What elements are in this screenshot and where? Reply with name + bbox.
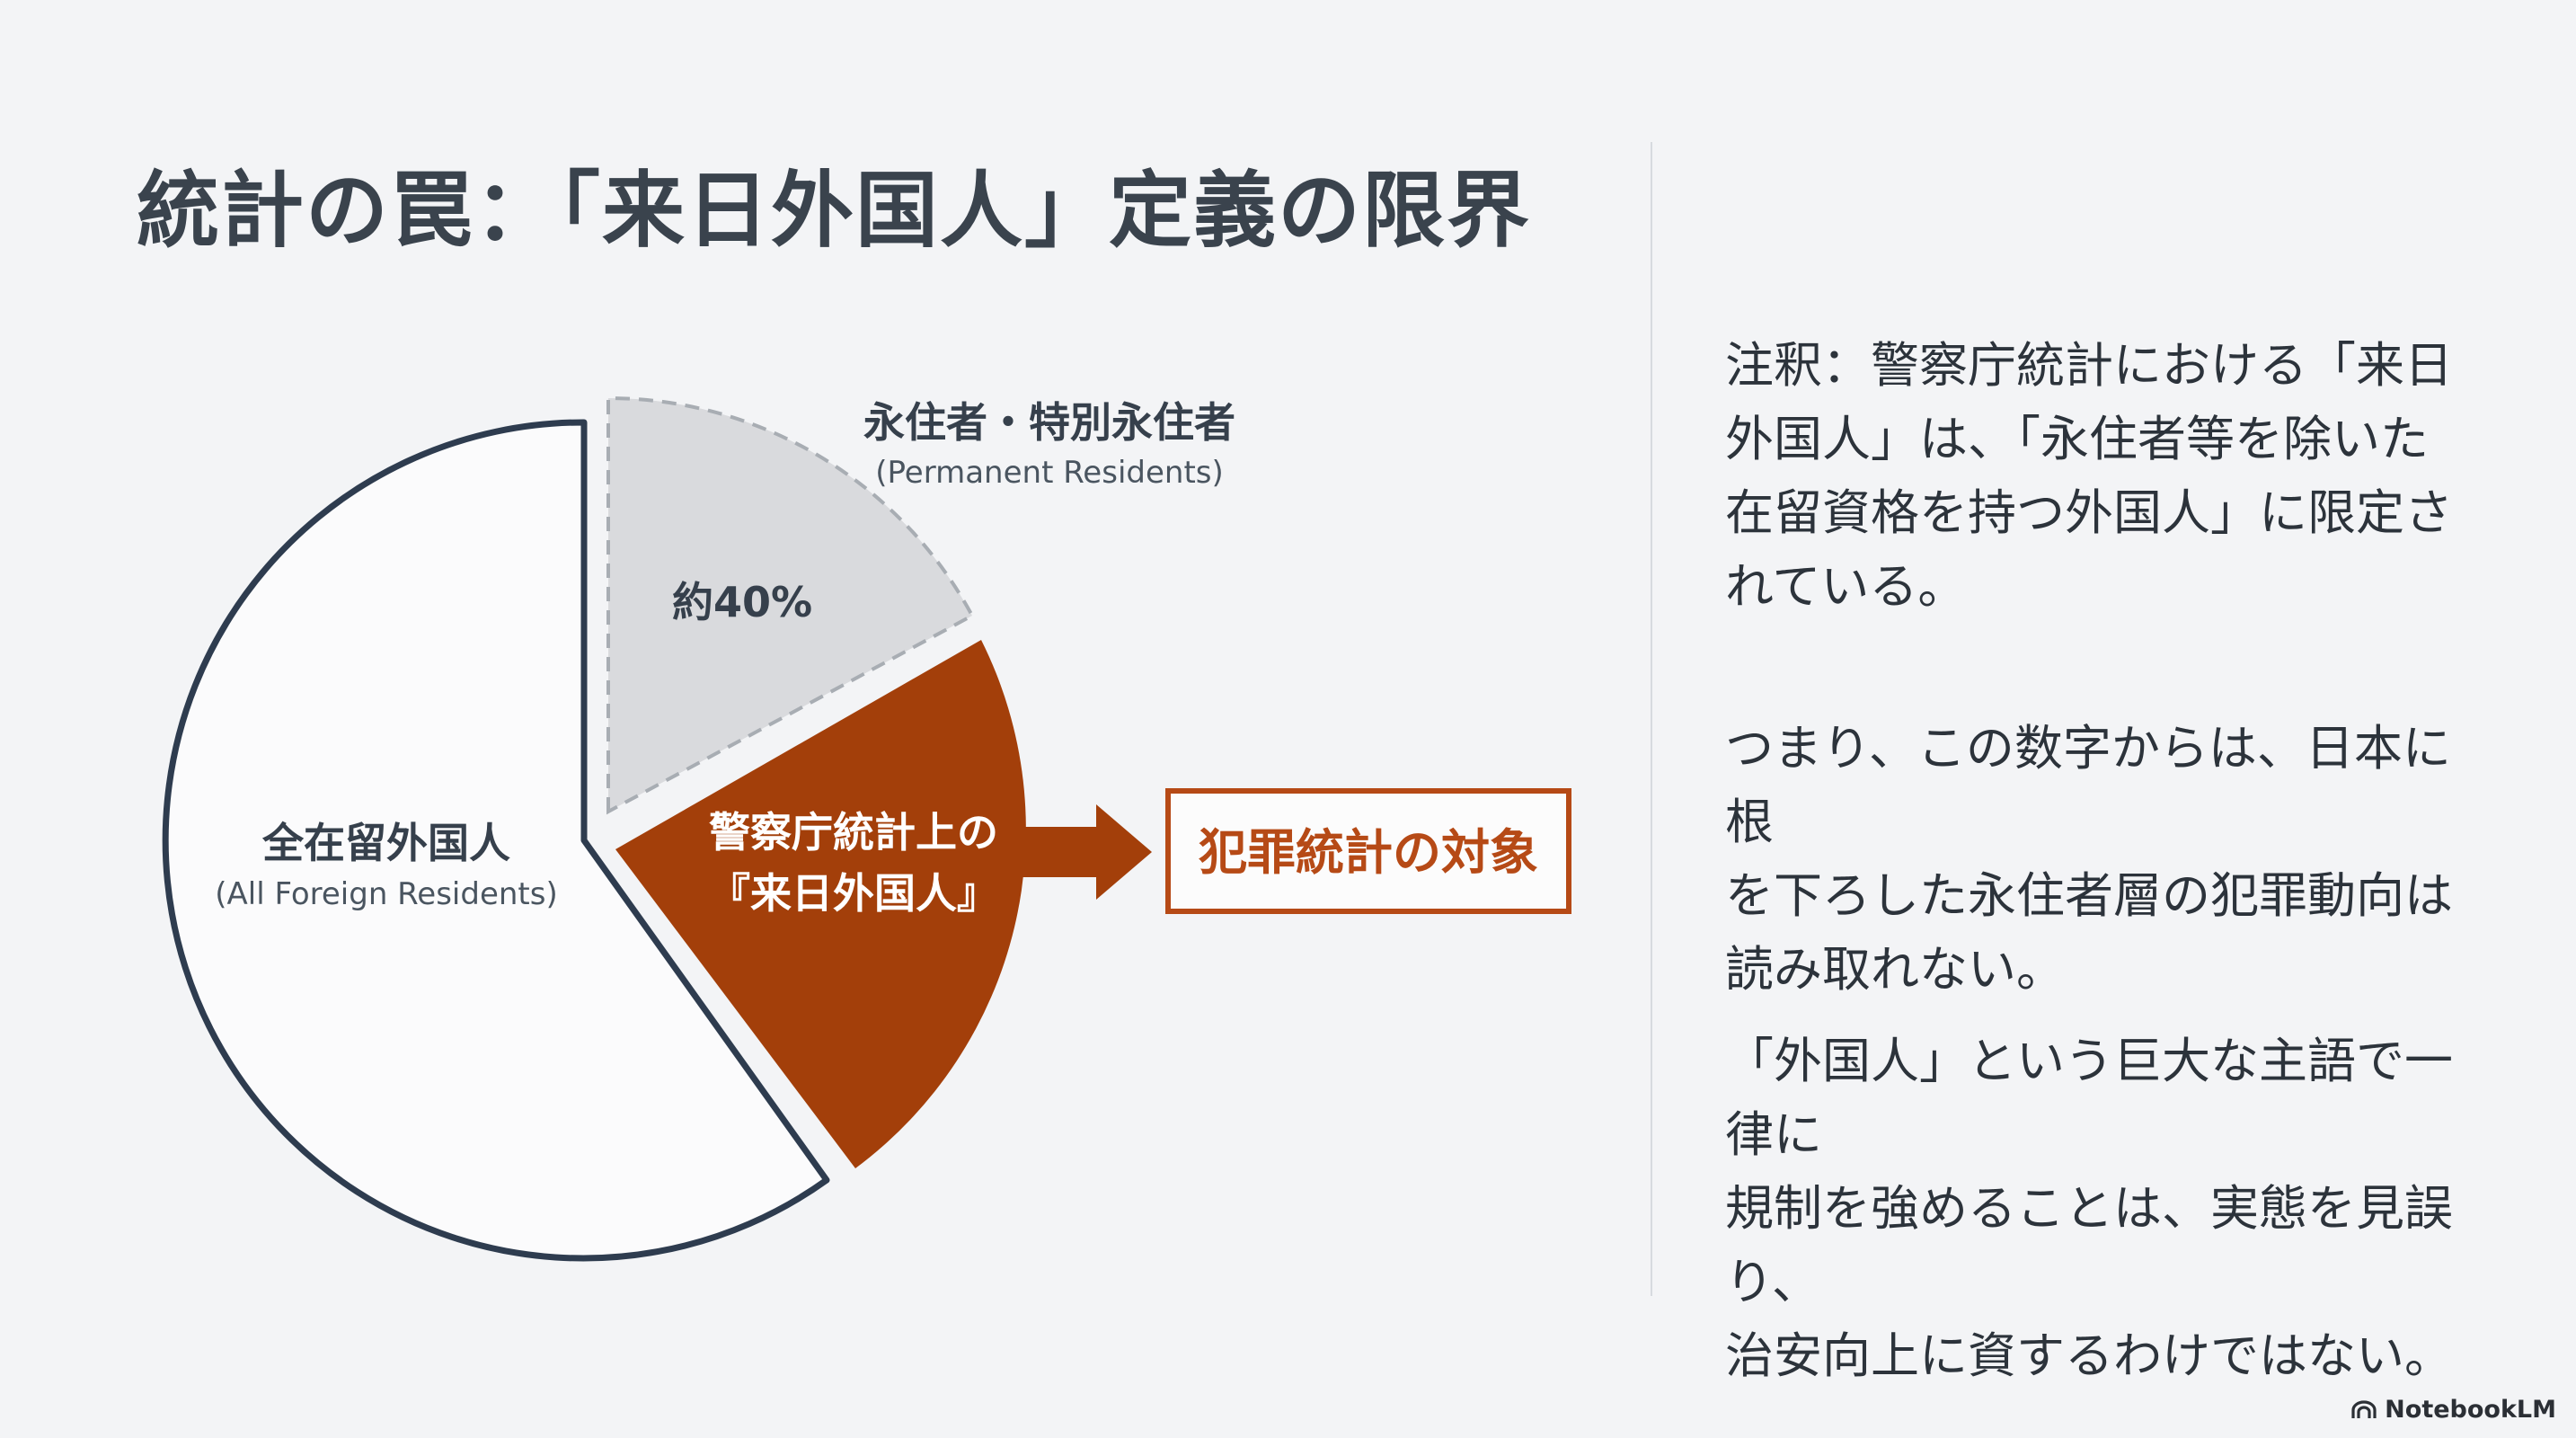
note-paragraph-2: つまり、この数字からは、日本に根 を下ろした永住者層の犯罪動向は 読み取れない。 — [1725, 712, 2462, 1007]
target-box-label: 犯罪統計の対象 — [1199, 824, 1538, 881]
note-1-line-1: 注釈：警察庁統計における「来日 — [1725, 337, 2453, 394]
note-2-line-1: つまり、この数字からは、日本に根 — [1725, 720, 2451, 850]
note-1-line-3: 在留資格を持つ外国人」に限定さ — [1725, 484, 2453, 541]
slice-permanent-residents — [606, 395, 975, 815]
target-box — [1165, 788, 1571, 914]
permanent-residents-label: 永住者・特別永住者 — [863, 398, 1235, 447]
note-paragraph-1: 注釈：警察庁統計における「来日 外国人」は、「永住者等を除いた 在留資格を持つ外… — [1725, 329, 2462, 624]
slice-police-foreign-visitors — [615, 640, 1026, 1168]
brand-watermark: NotebookLM — [2350, 1396, 2556, 1424]
pie-chart: 犯罪統計の対象 永住者・特別永住者 (Permanent Residents) … — [162, 395, 1571, 1262]
all-foreign-residents-label: 全在留外国人 — [261, 819, 510, 867]
notebooklm-icon — [2351, 1399, 2377, 1418]
note-1-line-2: 外国人」は、「永住者等を除いた — [1725, 411, 2429, 467]
arrow-icon — [1022, 804, 1152, 900]
permanent-residents-sublabel: (Permanent Residents) — [875, 455, 1224, 491]
note-1-line-4: れている。 — [1725, 558, 1967, 615]
note-3-line-3: 治安向上に資するわけではない。 — [1725, 1327, 2453, 1384]
police-stat-label-line2: 『来日外国人』 — [709, 869, 998, 918]
slice-all-foreign-residents — [162, 419, 830, 1262]
note-2-line-3: 読み取れない。 — [1725, 941, 2065, 998]
note-2-line-2: を下ろした永住者層の犯罪動向は — [1725, 867, 2453, 924]
all-foreign-residents-sublabel: (All Foreign Residents) — [215, 876, 557, 912]
vertical-divider — [1651, 142, 1652, 1296]
note-3-line-1: 「外国人」という巨大な主語で一律に — [1725, 1033, 2453, 1163]
police-stat-label-line1: 警察庁統計上の — [709, 808, 998, 857]
note-3-line-2: 規制を強めることは、実態を見誤り、 — [1725, 1180, 2453, 1310]
permanent-residents-percent: 約40% — [672, 578, 812, 626]
note-paragraph-3: 「外国人」という巨大な主語で一律に 規制を強めることは、実態を見誤り、 治安向上… — [1725, 1025, 2462, 1393]
brand-name: NotebookLM — [2385, 1396, 2556, 1424]
page-title: 統計の罠：「来日外国人」定義の限界 — [137, 163, 1532, 259]
